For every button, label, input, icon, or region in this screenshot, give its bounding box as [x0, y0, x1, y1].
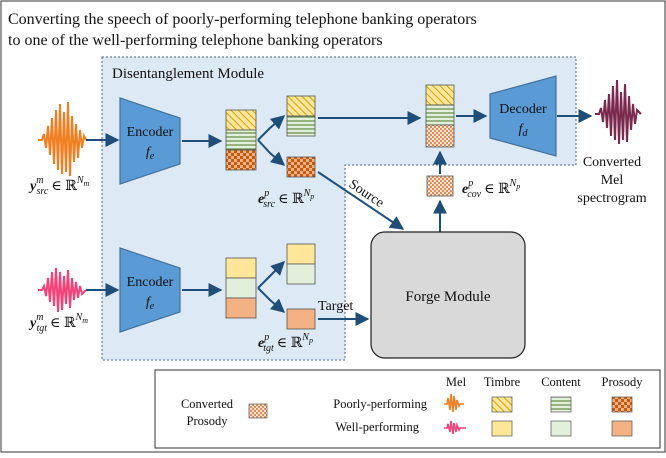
legend-well-prosody-swatch: [611, 420, 633, 437]
legend: Mel Timbre Content Prosody Converted Pro…: [154, 369, 661, 449]
decoder-symbol: fd: [519, 122, 529, 139]
forge-module-label: Forge Module: [405, 289, 490, 305]
legend-poor-mel-swatch: [444, 393, 464, 413]
encoder-bottom-symbol: fe: [146, 295, 155, 312]
source-feature-stack: [225, 109, 257, 171]
source-mel-waveform: [38, 101, 87, 177]
tgt-content-block: [225, 277, 257, 299]
output-label: Converted Mel spectrogram: [577, 155, 646, 206]
src-prosody-block: [225, 149, 257, 171]
title-line-2: to one of the well-performing telephone …: [8, 32, 383, 49]
forge-module: Forge Module: [370, 231, 526, 359]
legend-well-content-swatch: [550, 420, 572, 437]
output-mel-waveform: [595, 79, 642, 145]
legend-well-timbre-swatch: [491, 420, 513, 437]
arrow-tgt-split-down: [257, 287, 286, 313]
tgt-prosody-block: [225, 297, 257, 319]
legend-poor-prosody-swatch: [611, 396, 633, 413]
encoder-bottom-label: Encoder: [127, 275, 174, 290]
legend-header-content: Content: [541, 375, 581, 389]
svg-text:Mel: Mel: [601, 173, 624, 188]
title-line-1: Converting the speech of poorly-performi…: [8, 11, 477, 28]
src-content-block: [225, 129, 257, 151]
legend-converted-line2: Prosody: [187, 414, 229, 428]
combined-feature-stack: [425, 84, 455, 148]
decoder: Decoder fd: [489, 75, 557, 157]
encoder-top-label: Encoder: [127, 125, 174, 140]
encoder-top: Encoder fe: [119, 97, 181, 185]
target-mel-waveform: [38, 267, 87, 313]
target-feature-stack: [225, 257, 257, 319]
svg-text:spectrogram: spectrogram: [577, 191, 646, 206]
encoder-bottom: Encoder fe: [119, 247, 181, 333]
legend-poor-content-swatch: [550, 396, 572, 413]
converted-prosody-block: [426, 175, 454, 197]
legend-converted-prosody-swatch: [248, 403, 268, 419]
legend-header-prosody: Prosody: [602, 375, 644, 389]
legend-poor-label: Poorly-performing: [333, 397, 427, 411]
tgt-timbre-content-pair: [286, 243, 316, 285]
legend-converted-line1: Converted: [181, 397, 234, 411]
arrow-src-split-down: [257, 139, 286, 166]
legend-poor-timbre-swatch: [491, 396, 513, 413]
legend-well-mel-swatch: [444, 420, 466, 435]
tgt-prosody-embedding-block: [286, 308, 316, 330]
src-prosody-embedding-block: [286, 156, 316, 178]
disentanglement-module-label: Disentanglement Module: [112, 66, 264, 82]
legend-well-label: Well-performing: [335, 420, 419, 434]
arrow-src-split-up: [257, 115, 286, 141]
legend-header-timbre: Timbre: [484, 375, 521, 389]
target-arrow-label: Target: [318, 299, 353, 314]
arrow-source-to-forge: [317, 171, 405, 230]
svg-text:Converted: Converted: [583, 155, 641, 170]
decoder-label: Decoder: [499, 102, 547, 117]
src-timbre-block: [225, 109, 257, 131]
arrow-tgt-split-up: [257, 261, 285, 289]
tgt-timbre-block: [225, 257, 257, 279]
src-timbre-content-pair: [286, 95, 316, 137]
legend-header-mel: Mel: [446, 375, 467, 389]
encoder-top-symbol: fe: [146, 145, 155, 162]
